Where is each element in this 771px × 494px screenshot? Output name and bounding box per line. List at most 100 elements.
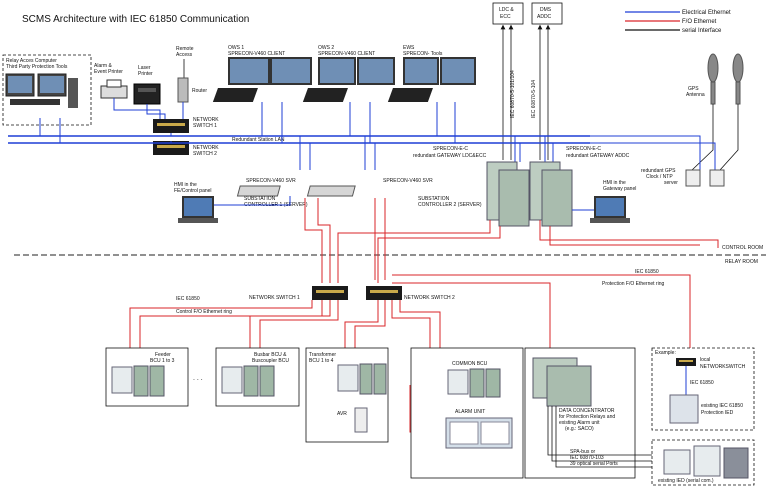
relay-network-switch-2-label: NETWORK SWITCH 2 bbox=[404, 295, 455, 301]
redundant-station-lan-label: Redundant Station LAN bbox=[232, 137, 285, 143]
relay-network-switch-1-icon bbox=[312, 286, 348, 300]
router-label: Router bbox=[192, 88, 207, 94]
alarm-printer-label-2: Event Printer bbox=[94, 69, 123, 75]
server-2-icon bbox=[306, 185, 356, 197]
gps-clock-label-2: Clock / NTP bbox=[646, 174, 673, 180]
transformer-label-1: Transformer bbox=[309, 352, 336, 358]
gps-clock-label-1: redundant GPS bbox=[641, 168, 676, 174]
iec61850-right-label: IEC 61850 bbox=[635, 269, 659, 275]
data-concentrator-icon bbox=[532, 357, 592, 407]
router-icon bbox=[177, 77, 189, 103]
protection-ring-label: Protection F/O Ethernet ring bbox=[602, 281, 664, 287]
avr-label: AVR bbox=[337, 411, 347, 417]
gps-antenna-icon bbox=[707, 53, 744, 105]
alarm-unit-label: ALARM UNIT bbox=[455, 409, 485, 415]
serial-links-to-control-centres bbox=[500, 24, 551, 160]
ews-label-2: SPRECON- Tools bbox=[403, 51, 443, 57]
dms-addc-box bbox=[531, 2, 563, 25]
busbar-label-1: Busbar BCU & bbox=[254, 352, 287, 358]
control-ring-label: Control F/O Ethernet ring bbox=[176, 309, 232, 315]
hmi-fe-label-2: FE/Control panel bbox=[174, 188, 212, 194]
example-label: Example: bbox=[655, 350, 676, 356]
ows1-label-2: SPRECON-V460 CLIENT bbox=[228, 51, 285, 57]
common-bcu-icon bbox=[447, 368, 501, 398]
laser-printer-label-1: Laser bbox=[138, 65, 151, 71]
feeder-bcu-icon bbox=[111, 365, 165, 397]
network-switch-2-label-1: NETWORK bbox=[193, 145, 219, 151]
ews-label-1: EWS bbox=[403, 45, 415, 51]
relay-access-label-1: Relay Acces Computer bbox=[6, 58, 57, 64]
hmi-gateway-laptop-icon bbox=[590, 196, 630, 223]
control-fo-ring bbox=[129, 300, 445, 433]
alarm-unit-icon bbox=[445, 417, 513, 449]
spa-label-1: SPA-bus or bbox=[570, 449, 596, 455]
relay-access-computer-icon bbox=[5, 73, 78, 108]
server-1-label: SPRECON-V460 SVR bbox=[246, 178, 296, 184]
gateway-ldc-label-1: SPRECON-E-C bbox=[433, 146, 468, 152]
existing-protection-label-1: existing IEC 61850 bbox=[701, 403, 743, 409]
hmi-links bbox=[214, 196, 594, 211]
legend-serial-label: serial Interface bbox=[682, 28, 722, 34]
hmi-fe-laptop-icon bbox=[178, 196, 218, 223]
feeder-label-1: Feeder bbox=[155, 352, 171, 358]
relay-room-label: RELAY ROOM bbox=[725, 259, 758, 265]
transformer-label-2: BCU 1 to 4 bbox=[309, 358, 334, 364]
legend-fo-label: F/O Ethernet bbox=[682, 19, 717, 25]
local-switch-label-1: local bbox=[700, 357, 710, 363]
data-concentrator-label-4: (e.g.: SACO) bbox=[565, 426, 594, 432]
hmi-gateway-label-1: HMI in the bbox=[603, 180, 626, 186]
gateway-addc-label-2: redundant GATEWAY ADDC bbox=[566, 153, 630, 159]
data-concentrator-label-1: DATA CONCENTRATOR bbox=[559, 408, 615, 414]
example-box bbox=[651, 347, 755, 431]
ows2-workstation-icon bbox=[302, 57, 395, 102]
control-room-label: CONTROL ROOM bbox=[722, 245, 763, 251]
gps-antenna-label-1: GPS bbox=[688, 86, 699, 92]
busbar-bcu-icon bbox=[221, 365, 275, 397]
alarm-printer-icon bbox=[100, 79, 128, 99]
network-switch-1-label-2: SWITCH 1 bbox=[193, 123, 217, 129]
dms-addc-label-2: ADDC bbox=[537, 14, 552, 20]
protection-ied-icon bbox=[669, 394, 699, 424]
substation-controller-2-label-2: CONTROLLER 2 (SERVER) bbox=[418, 202, 482, 208]
substation-controller-2-label-1: SUBSTATION bbox=[418, 196, 450, 202]
gateway-cabinets-icon bbox=[486, 161, 573, 227]
ows1-workstation-icon bbox=[212, 57, 312, 102]
dms-addc-label-1: DMS bbox=[540, 7, 552, 13]
gateway-ldc-label-2: redundant GATEWAY LDC&ECC bbox=[413, 153, 487, 159]
ews-workstation-icon bbox=[387, 57, 476, 102]
electrical-drops bbox=[39, 98, 716, 170]
relay-access-label-2: Third Party Protection Tools bbox=[6, 64, 68, 70]
network-switch-1-label-1: NETWORK bbox=[193, 117, 219, 123]
local-switch-label-2: NETWORKSWITCH bbox=[700, 364, 746, 370]
iec101-label: IEC 60870-5-101/104 bbox=[510, 70, 516, 118]
ldc-ecc-label-2: ECC bbox=[500, 14, 511, 20]
existing-serial-ied-label: existing IED (serial com.) bbox=[658, 478, 714, 484]
common-bcu-label: COMMON BCU bbox=[452, 361, 488, 367]
avr-icon bbox=[354, 407, 368, 433]
ldc-ecc-label-1: LDC & bbox=[499, 7, 514, 13]
relay-network-switch-1-label: NETWORK SWITCH 1 bbox=[249, 295, 300, 301]
hmi-fe-label-1: HMI in the bbox=[174, 182, 197, 188]
relay-network-switch-2-icon bbox=[366, 286, 402, 300]
ows2-label-2: SPRECON-V460 CLIENT bbox=[318, 51, 375, 57]
server-2-label: SPRECON-V460 SVR bbox=[383, 178, 433, 184]
busbar-label-2: Buscoupler BCU bbox=[252, 358, 289, 364]
gps-antenna-label-2: Antenna bbox=[686, 92, 705, 98]
feeder-label-2: BCU 1 to 3 bbox=[150, 358, 175, 364]
remote-access-label-1: Remote bbox=[176, 46, 194, 52]
existing-serial-ied-icon bbox=[663, 445, 749, 479]
iec104-label: IEC 60870-5-104 bbox=[531, 80, 537, 118]
ows2-label-1: OWS 2 bbox=[318, 45, 334, 51]
fo-uplinks bbox=[304, 198, 719, 360]
ows1-label-1: OWS 1 bbox=[228, 45, 244, 51]
data-concentrator-label-2: for Protection Relays and bbox=[559, 414, 615, 420]
legend: Electrical Ethernet F/O Ethernet serial … bbox=[625, 10, 731, 34]
serial-ports-links bbox=[547, 406, 665, 468]
transformer-bcu-icon bbox=[337, 363, 387, 395]
redundant-station-lan bbox=[8, 135, 590, 144]
data-concentrator-label-3: existing Alarm unit bbox=[559, 420, 600, 426]
laser-printer-icon bbox=[133, 83, 161, 105]
diagram-title: SCMS Architecture with IEC 61850 Communi… bbox=[22, 14, 249, 25]
